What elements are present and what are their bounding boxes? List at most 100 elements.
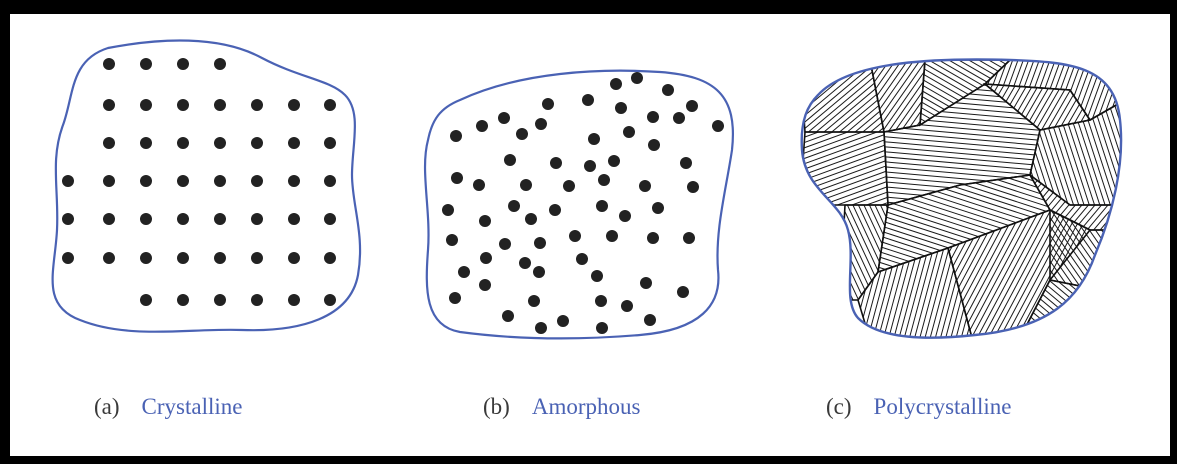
amorphous-atom [631, 72, 643, 84]
crystal-atom [251, 294, 263, 306]
crystal-atom [214, 58, 226, 70]
amorphous-atom [542, 98, 554, 110]
crystalline-panel [53, 40, 360, 331]
crystal-atom [214, 137, 226, 149]
crystal-atom [288, 175, 300, 187]
amorphous-atom [504, 154, 516, 166]
amorphous-atom [619, 210, 631, 222]
crystal-atom [288, 213, 300, 225]
crystal-atom [62, 252, 74, 264]
crystal-atom [288, 99, 300, 111]
crystal-atom [324, 252, 336, 264]
amorphous-atom [557, 315, 569, 327]
crystal-atom [103, 213, 115, 225]
amorphous-atom [591, 270, 603, 282]
amorphous-atom [595, 295, 607, 307]
amorphous-atom [712, 120, 724, 132]
amorphous-atom [535, 118, 547, 130]
caption-amorphous: (b)Amorphous [483, 393, 640, 421]
amorphous-atom [673, 112, 685, 124]
amorphous-atom [610, 78, 622, 90]
amorphous-panel [425, 71, 733, 339]
crystal-atom [288, 137, 300, 149]
crystal-atom [140, 137, 152, 149]
amorphous-atom [476, 120, 488, 132]
amorphous-atom [596, 322, 608, 334]
crystal-atom [214, 213, 226, 225]
amorphous-atom [499, 238, 511, 250]
crystal-atom [103, 252, 115, 264]
crystal-atom [214, 99, 226, 111]
crystal-atom [251, 137, 263, 149]
caption-polycrystalline: (c) Polycrystalline [826, 393, 1012, 421]
grain-hatching [793, 0, 1131, 312]
amorphous-atom [450, 130, 462, 142]
amorphous-atom [584, 160, 596, 172]
crystal-atom [251, 99, 263, 111]
caption-name-crystalline: Crystalline [142, 394, 243, 419]
amorphous-atom [596, 200, 608, 212]
crystal-atom [251, 213, 263, 225]
crystal-atom [177, 294, 189, 306]
grain-boundary [870, 60, 925, 132]
amorphous-atom [533, 266, 545, 278]
grain-hatching [775, 154, 1051, 432]
crystal-atom [140, 58, 152, 70]
crystal-atom [177, 137, 189, 149]
crystal-atom [103, 137, 115, 149]
grain-boundary [985, 60, 1125, 120]
crystal-atom [140, 252, 152, 264]
amorphous-atom [608, 155, 620, 167]
grain-boundary [884, 84, 1040, 205]
amorphous-atom [550, 157, 562, 169]
amorphous-atom [535, 322, 547, 334]
amorphous-atom [582, 94, 594, 106]
crystal-atom [140, 294, 152, 306]
caption-name-polycrystalline: Polycrystalline [874, 394, 1012, 419]
amorphous-atom [525, 213, 537, 225]
amorphous-atom [623, 126, 635, 138]
crystal-atom [103, 99, 115, 111]
caption-letter-b: (b) [483, 394, 510, 419]
crystal-atom [288, 252, 300, 264]
amorphous-atom [615, 102, 627, 114]
crystal-atom [140, 213, 152, 225]
amorphous-atom [451, 172, 463, 184]
amorphous-atom [687, 181, 699, 193]
amorphous-atom [563, 180, 575, 192]
amorphous-atom [502, 310, 514, 322]
amorphous-atom [442, 204, 454, 216]
amorphous-atom [598, 174, 610, 186]
crystal-atom [324, 137, 336, 149]
amorphous-atom [648, 139, 660, 151]
amorphous-atom [508, 200, 520, 212]
crystal-atom [103, 58, 115, 70]
crystal-atom [324, 175, 336, 187]
amorphous-atom [534, 237, 546, 249]
amorphous-atom [473, 179, 485, 191]
crystal-atom [324, 294, 336, 306]
crystal-atom [251, 252, 263, 264]
caption-letter-c: (c) [826, 394, 852, 419]
amorphous-atom [683, 232, 695, 244]
caption-crystalline: (a)Crystalline [94, 393, 242, 421]
crystal-atom [140, 175, 152, 187]
amorphous-atom [479, 279, 491, 291]
amorphous-atom [647, 111, 659, 123]
crystalline-outline [53, 40, 360, 331]
amorphous-atom [569, 230, 581, 242]
crystal-atom [214, 294, 226, 306]
amorphous-atom [480, 252, 492, 264]
amorphous-atom [446, 234, 458, 246]
crystal-atom [177, 213, 189, 225]
amorphous-atom [680, 157, 692, 169]
crystal-atom [177, 175, 189, 187]
amorphous-atom [576, 253, 588, 265]
amorphous-atom [662, 84, 674, 96]
amorphous-atom [588, 133, 600, 145]
amorphous-atom [498, 112, 510, 124]
crystal-atom [324, 99, 336, 111]
amorphous-atom [647, 232, 659, 244]
grain-hatching [738, 126, 990, 378]
crystal-atom [251, 175, 263, 187]
